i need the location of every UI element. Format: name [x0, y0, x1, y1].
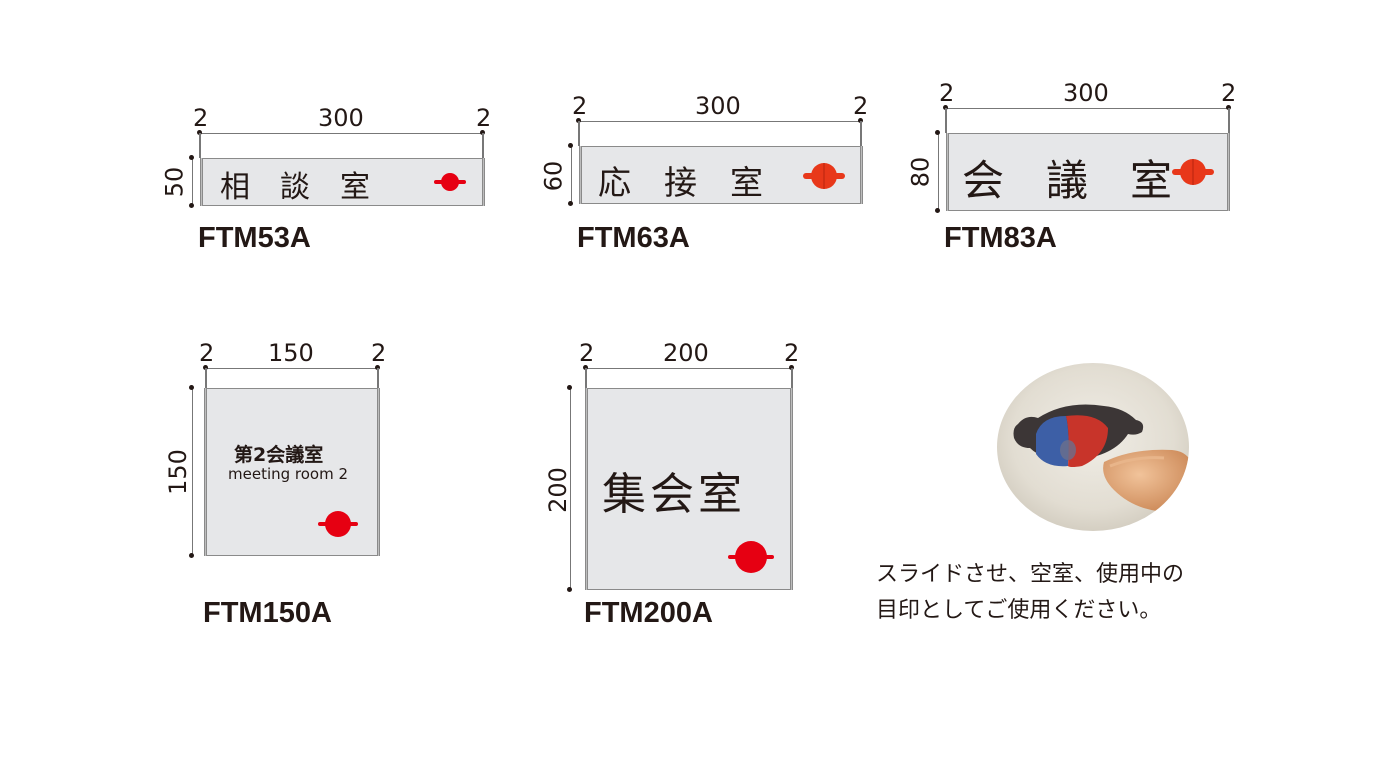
dim-tick: [199, 133, 201, 158]
dim-dot: [567, 385, 572, 390]
edge-dim-left: 2: [193, 104, 209, 132]
model-name: FTM83A: [944, 222, 1057, 254]
dim-tick: [1228, 108, 1230, 133]
edge-dim-left: 2: [939, 79, 955, 107]
dim-dot: [935, 208, 940, 213]
edge-dim-left: 2: [199, 339, 215, 367]
width-dim: 300: [695, 92, 741, 120]
edge-dim-right: 2: [476, 104, 492, 132]
width-dim-line: [586, 368, 792, 369]
dim-dot: [935, 130, 940, 135]
model-name: FTM53A: [198, 222, 311, 254]
occupancy-indicator-icon: [1172, 159, 1214, 185]
height-dim-line: [192, 158, 193, 206]
edge-dim-right: 2: [784, 339, 800, 367]
width-dim: 200: [663, 339, 709, 367]
height-dim-line: [192, 388, 193, 556]
usage-caption: スライドさせ、空室、使用中の 目印としてご使用ください。: [876, 557, 1184, 629]
dim-tick: [377, 368, 379, 388]
dim-tick: [205, 368, 207, 388]
occupancy-indicator-icon: [803, 163, 845, 189]
height-dim-line: [571, 146, 572, 204]
dim-dot: [567, 587, 572, 592]
dim-dot: [189, 203, 194, 208]
sign-plate: [204, 388, 380, 556]
occupancy-indicator-icon: [434, 173, 466, 191]
width-dim-line: [579, 121, 861, 122]
edge-dim-right: 2: [371, 339, 387, 367]
sign-label: 集会室: [602, 469, 746, 520]
slide-indicator-photo-icon: [997, 363, 1189, 531]
model-name: FTM63A: [577, 222, 690, 254]
dim-tick: [791, 368, 793, 388]
sign-sublabel: meeting room 2: [228, 465, 349, 483]
dim-dot: [480, 130, 485, 135]
height-dim-line: [570, 388, 571, 590]
dim-dot: [568, 201, 573, 206]
sign-label: 第2会議室: [234, 444, 324, 466]
edge-dim-left: 2: [579, 339, 595, 367]
model-name: FTM200A: [584, 597, 713, 629]
sign-label: 会 議 室: [962, 156, 1173, 205]
dim-dot: [943, 105, 948, 110]
dim-dot: [197, 130, 202, 135]
dim-dot: [789, 365, 794, 370]
sign-label: 応 接 室: [598, 163, 763, 202]
dim-dot: [568, 143, 573, 148]
width-dim: 300: [318, 104, 364, 132]
dim-tick: [482, 133, 484, 158]
caption-line-1: スライドさせ、空室、使用中の: [876, 562, 1185, 587]
dim-dot: [189, 155, 194, 160]
edge-dim-right: 2: [853, 92, 869, 120]
dim-tick: [860, 121, 862, 146]
dim-dot: [583, 365, 588, 370]
dim-tick: [578, 121, 580, 146]
height-dim: 150: [163, 449, 192, 495]
dim-dot: [1226, 105, 1231, 110]
edge-dim-left: 2: [572, 92, 588, 120]
height-dim: 200: [543, 467, 572, 513]
width-dim-line: [206, 368, 378, 369]
caption-line-2: 目印としてご使用ください。: [876, 598, 1162, 623]
edge-dim-right: 2: [1221, 79, 1237, 107]
height-dim: 80: [906, 156, 935, 188]
height-dim: 60: [539, 160, 568, 192]
height-dim-line: [938, 133, 939, 211]
width-dim: 300: [1063, 79, 1109, 107]
model-name: FTM150A: [203, 597, 332, 629]
width-dim-line: [200, 133, 483, 134]
dim-dot: [189, 553, 194, 558]
height-dim: 50: [160, 166, 189, 198]
dim-dot: [375, 365, 380, 370]
dim-dot: [203, 365, 208, 370]
width-dim-line: [946, 108, 1229, 109]
occupancy-indicator-icon: [728, 541, 774, 573]
dim-tick: [945, 108, 947, 133]
dim-tick: [585, 368, 587, 388]
sign-label: 相 談 室: [220, 170, 370, 205]
dim-dot: [858, 118, 863, 123]
dim-dot: [576, 118, 581, 123]
width-dim: 150: [268, 339, 314, 367]
dim-dot: [189, 385, 194, 390]
occupancy-indicator-icon: [318, 511, 358, 537]
